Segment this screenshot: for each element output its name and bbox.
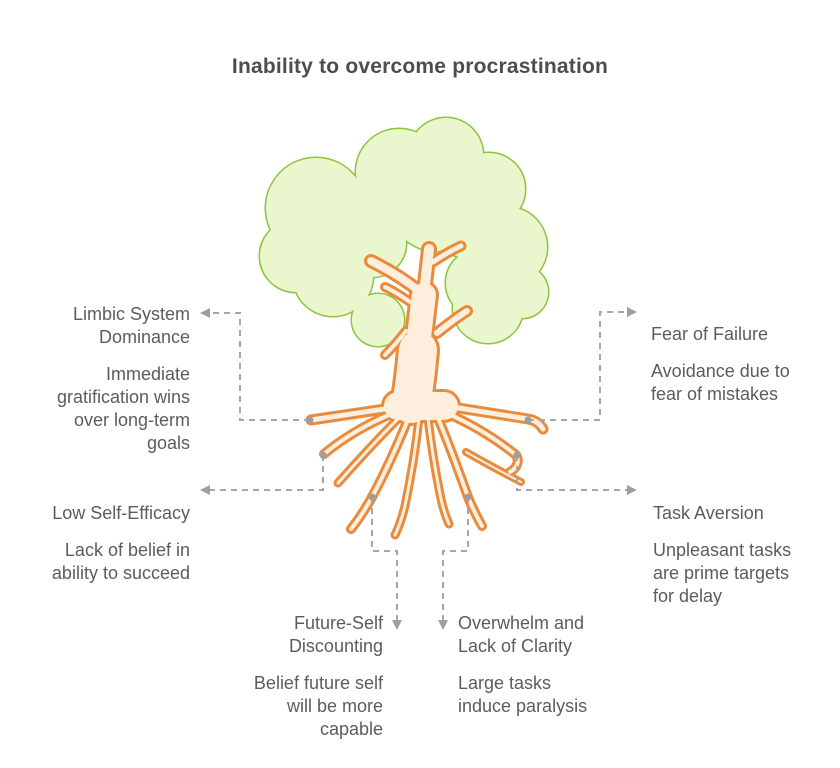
callout-heading: Limbic System Dominance xyxy=(72,304,190,347)
callout-body: Large tasks induce paralysis xyxy=(458,673,588,716)
connector-limbic-system-dominance xyxy=(208,312,310,421)
root-marker-dot xyxy=(306,416,314,424)
callout-low-self-efficacy: Low Self-Efficacy Lack of belief in abil… xyxy=(52,479,190,608)
root-marker-dot xyxy=(524,416,532,424)
callout-overwhelm-and-lack-of-clarity: Overwhelm and Lack of Clarity Large task… xyxy=(458,589,587,741)
connector-future-self-discounting xyxy=(371,497,398,620)
connector-low-self-efficacy xyxy=(208,455,324,491)
callout-heading: Fear of Failure xyxy=(651,324,769,344)
callout-heading: Overwhelm and Lack of Clarity xyxy=(458,613,585,656)
callout-body: Avoidance due to fear of mistakes xyxy=(651,361,790,404)
root-marker-dot xyxy=(513,451,521,459)
callout-future-self-discounting: Future-Self Discounting Belief future se… xyxy=(254,589,383,764)
root-marker-dot xyxy=(464,493,472,501)
connector-fear-of-failure xyxy=(528,311,629,421)
root-marker-dot xyxy=(319,451,327,459)
arrowhead-icon xyxy=(627,307,637,317)
callout-heading: Task Aversion xyxy=(653,503,764,523)
callout-fear-of-failure: Fear of Failure Avoidance due to fear of… xyxy=(651,300,790,429)
callout-task-aversion: Task Aversion Unpleasant tasks are prime… xyxy=(653,479,791,631)
callout-heading: Low Self-Efficacy xyxy=(52,503,190,523)
callout-body: Unpleasant tasks are prime targets for d… xyxy=(653,540,792,606)
callout-limbic-system-dominance: Limbic System Dominance Immediate gratif… xyxy=(57,280,190,478)
root-markers xyxy=(306,416,532,501)
tree-canopy-fill xyxy=(260,118,548,346)
arrowhead-icon xyxy=(200,485,210,495)
connector-task-aversion xyxy=(516,455,629,491)
arrowhead-icon xyxy=(438,620,448,630)
callout-connectors xyxy=(200,307,637,630)
callout-heading: Future-Self Discounting xyxy=(288,613,383,656)
arrowhead-icon xyxy=(200,308,210,318)
root-marker-dot xyxy=(368,493,376,501)
arrowhead-icon xyxy=(392,620,402,630)
callout-body: Lack of belief in ability to succeed xyxy=(51,540,190,583)
diagram-title: Inability to overcome procrastination xyxy=(231,55,609,78)
connector-overwhelm-and-lack-of-clarity xyxy=(442,497,469,620)
callout-body: Immediate gratification wins over long-t… xyxy=(56,364,190,453)
arrowhead-icon xyxy=(627,485,637,495)
callout-body: Belief future self will be more capable xyxy=(253,673,383,739)
